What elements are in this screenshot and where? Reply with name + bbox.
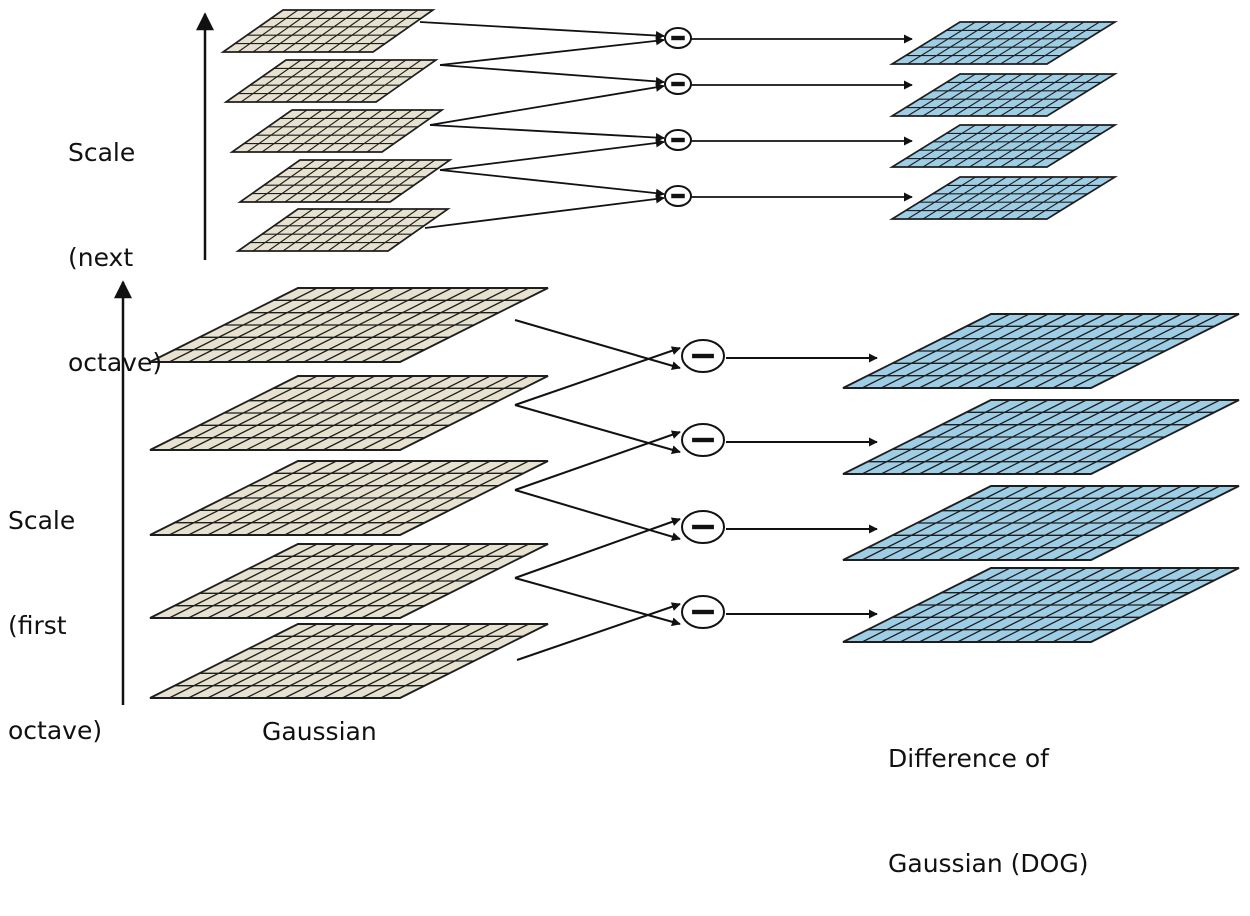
minus-operator-first-3 <box>681 510 725 544</box>
arrow-next-lower-3 <box>439 138 665 171</box>
gaussian-layer-next-2 <box>223 59 439 103</box>
dog-layer-first-1 <box>842 313 1240 389</box>
minus-operator-first-1 <box>681 339 725 373</box>
dog-layer-next-3 <box>889 124 1118 168</box>
dog-label: Difference of Gaussian (DOG) <box>888 671 1088 916</box>
dog-layer-first-2 <box>842 399 1240 475</box>
arrow-first-lower-2 <box>514 430 681 491</box>
arrow-first-upper-3 <box>514 489 681 542</box>
minus-operator-first-2 <box>681 423 725 457</box>
scale-next-line-2: (next <box>68 243 134 272</box>
dog-layer-next-4 <box>889 176 1118 220</box>
dog-label-line-2: Gaussian (DOG) <box>888 849 1089 878</box>
minus-operator-next-1 <box>664 27 692 49</box>
arrow-first-lower-1 <box>514 346 681 406</box>
arrow-first-upper-2 <box>514 404 681 455</box>
scale-next-line-1: Scale <box>68 138 136 167</box>
minus-operator-next-4 <box>664 185 692 207</box>
gaussian-layer-first-2 <box>149 375 549 451</box>
scale-first-octave-label: Scale (first octave) <box>8 433 102 783</box>
arrow-next-lower-4 <box>424 194 665 229</box>
gaussian-layer-first-4 <box>149 543 549 619</box>
gaussian-layer-first-3 <box>149 460 549 536</box>
minus-operator-next-2 <box>664 73 692 95</box>
gaussian-layer-next-4 <box>237 159 453 203</box>
scale-first-line-3: octave) <box>8 716 103 745</box>
dog-layer-next-2 <box>889 73 1118 117</box>
gaussian-layer-next-3 <box>229 109 445 153</box>
arrow-next-upper-3 <box>429 124 665 143</box>
arrow-first-upper-1 <box>514 319 681 371</box>
minus-operator-next-3 <box>664 129 692 151</box>
arrow-next-lower-2 <box>429 82 665 126</box>
dog-layer-next-1 <box>889 21 1118 65</box>
gaussian-layer-first-5 <box>149 623 549 699</box>
gaussian-label: Gaussian <box>262 717 377 746</box>
arrow-next-upper-1 <box>419 21 665 41</box>
scale-first-line-1: Scale <box>8 506 76 535</box>
dog-layer-first-4 <box>842 567 1240 643</box>
dog-label-line-1: Difference of <box>888 744 1049 773</box>
dog-pyramid-diagram <box>114 9 1240 705</box>
arrow-first-lower-4 <box>516 602 681 661</box>
scale-next-octave-label: Scale (next octave) <box>68 65 162 415</box>
arrow-first-lower-3 <box>514 517 681 579</box>
arrow-next-lower-1 <box>439 36 665 66</box>
dog-layer-first-3 <box>842 485 1240 561</box>
scale-next-line-3: octave) <box>68 348 163 377</box>
gaussian-layer-next-5 <box>235 208 451 252</box>
gaussian-layer-first-1 <box>149 287 549 363</box>
arrow-next-upper-4 <box>439 169 665 198</box>
scale-first-line-2: (first <box>8 611 67 640</box>
gaussian-layer-next-1 <box>220 9 436 53</box>
arrow-next-upper-2 <box>439 64 665 86</box>
arrow-first-upper-4 <box>514 577 681 627</box>
minus-operator-first-4 <box>681 595 725 629</box>
